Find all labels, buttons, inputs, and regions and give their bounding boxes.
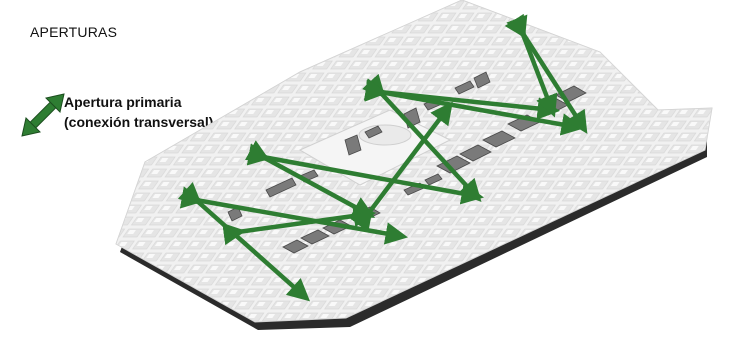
legend-double-arrow-icon [21,93,65,137]
aperture-arrow [350,101,453,233]
legend-label-line1: Apertura primaria [64,94,182,110]
diagram-title: APERTURAS [30,24,118,40]
legend-label-line2: (conexión transversal) [64,114,214,130]
legend-arrow [21,93,65,137]
aperture-arrow [506,14,558,118]
aperture-arrow [177,182,311,302]
aperture-arrows [177,13,588,302]
legend-label: Apertura primaria (conexión transversal) [64,92,213,132]
model-base [115,0,713,330]
